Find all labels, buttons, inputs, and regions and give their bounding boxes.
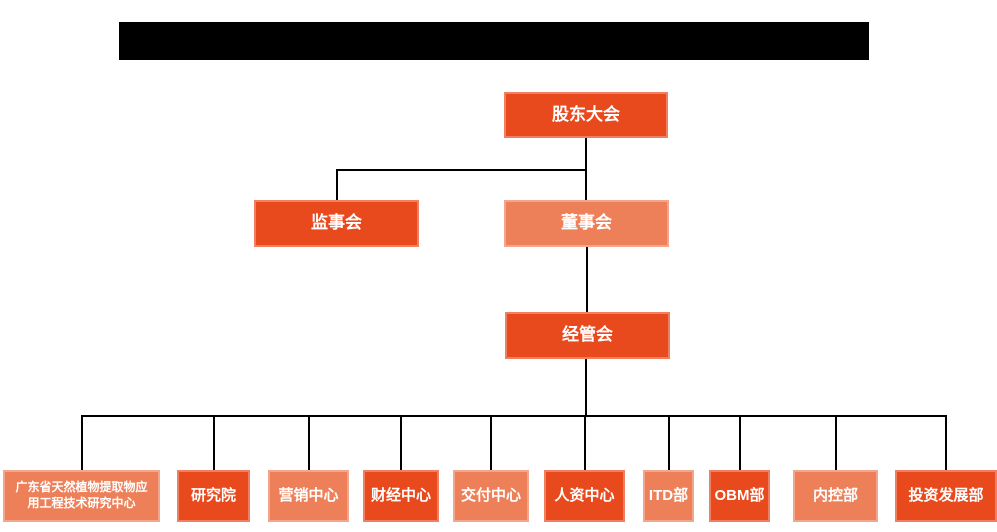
node-dept-hr-center: 人资中心	[544, 470, 625, 522]
node-dept-marketing-center: 营销中心	[268, 470, 349, 522]
connector-dept-drop-1	[213, 415, 215, 470]
node-dept-research-center: 广东省天然植物提取物应用工程技术研究中心	[3, 470, 160, 522]
connector-dept-drop-7	[739, 415, 741, 470]
node-dept-internal-control: 内控部	[793, 470, 878, 522]
node-dept-itd: ITD部	[643, 470, 694, 522]
node-management-committee: 经管会	[505, 312, 670, 359]
node-board-of-directors: 董事会	[504, 200, 669, 247]
node-supervisory-board: 监事会	[254, 200, 419, 247]
connector-dept-drop-8	[835, 415, 837, 470]
node-shareholders-meeting: 股东大会	[504, 92, 668, 138]
connector-supervisory-drop	[336, 169, 338, 200]
connector-dept-drop-9	[945, 415, 947, 470]
connector-management-trunk	[585, 359, 587, 416]
connector-dept-drop-0	[81, 415, 83, 470]
connector-dept-drop-2	[308, 415, 310, 470]
node-dept-finance-center: 财经中心	[363, 470, 439, 522]
node-dept-investment-development: 投资发展部	[895, 470, 997, 522]
connector-branch-horizontal	[336, 169, 587, 171]
node-dept-delivery-center: 交付中心	[453, 470, 529, 522]
connector-dept-drop-3	[400, 415, 402, 470]
node-dept-obm: OBM部	[709, 470, 770, 522]
redacted-title-bar	[119, 22, 869, 60]
connector-dept-drop-4	[490, 415, 492, 470]
connector-dept-drop-6	[668, 415, 670, 470]
node-dept-research-institute: 研究院	[177, 470, 250, 522]
connector-board-to-management	[586, 247, 588, 312]
connector-dept-drop-5	[584, 415, 586, 470]
connector-departments-horizontal	[81, 415, 947, 417]
